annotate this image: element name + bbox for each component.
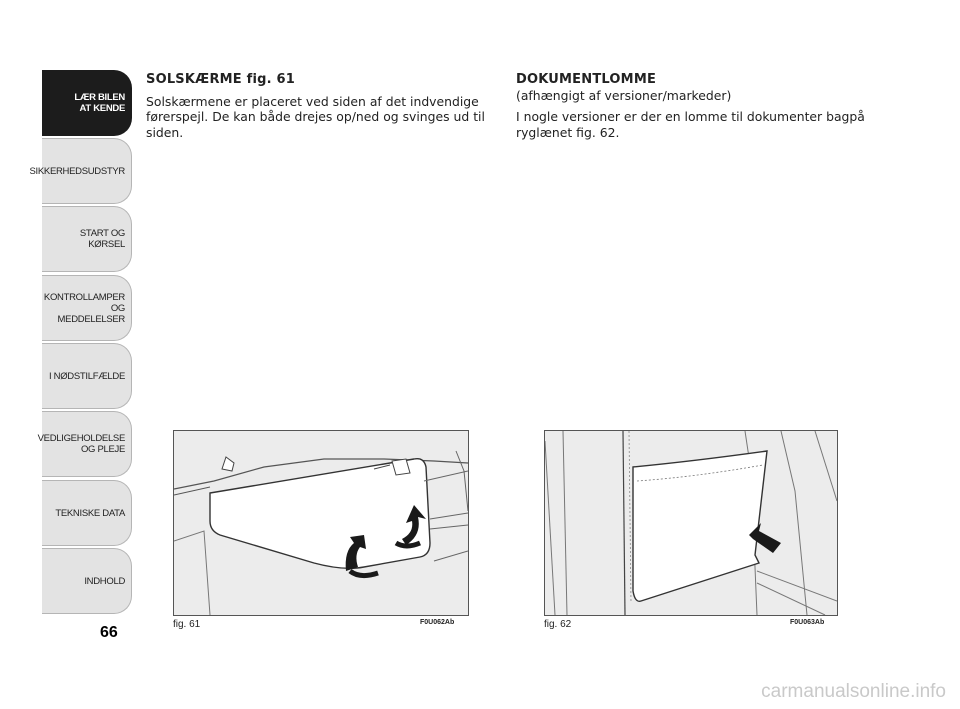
tab-vedligeholdelse[interactable]: VEDLIGEHOLDELSE OG PLEJE xyxy=(38,411,132,477)
tab-start-og-koersel[interactable]: START OG KØRSEL xyxy=(42,206,132,272)
tab-indhold[interactable]: INDHOLD xyxy=(42,548,132,614)
document-pocket-section: DOKUMENTLOMME (afhængigt af versioner/ma… xyxy=(516,72,876,146)
tab-sikkerhedsudstyr[interactable]: SIKKERHEDSUDSTYR xyxy=(30,138,132,204)
page-number: 66 xyxy=(100,624,118,641)
watermark: carmanualsonline.info xyxy=(761,681,946,702)
figure-61-caption: fig. 61 xyxy=(173,619,201,630)
figure-61-code: F0U062Ab xyxy=(420,619,455,626)
figure-62-code: F0U063Ab xyxy=(790,619,825,626)
tab-kontrollamper[interactable]: KONTROLLAMPER OG MEDDELELSER xyxy=(42,275,132,341)
sun-visor-text: Solskærmene er placeret ved siden af det… xyxy=(146,93,485,140)
document-pocket-heading: DOKUMENTLOMME xyxy=(516,72,657,87)
sun-visor-illustration xyxy=(173,430,469,616)
tab-i-noedstilfaelde[interactable]: I NØDSTILFÆLDE xyxy=(42,343,132,409)
document-pocket-text: I nogle versioner er der en lomme til do… xyxy=(516,109,865,140)
tab-laer-bilen-at-kende[interactable]: LÆR BILEN AT KENDE xyxy=(42,70,132,136)
sun-visor-section: SOLSKÆRME fig. 61 Solskærmene er placere… xyxy=(146,72,496,146)
figure-62-caption: fig. 62 xyxy=(544,619,572,630)
document-pocket-subheading: (afhængigt af versioner/markeder) xyxy=(516,87,732,103)
tab-tekniske-data[interactable]: TEKNISKE DATA xyxy=(42,480,132,546)
sun-visor-heading: SOLSKÆRME fig. 61 xyxy=(146,72,295,87)
document-pocket-illustration xyxy=(544,430,838,616)
